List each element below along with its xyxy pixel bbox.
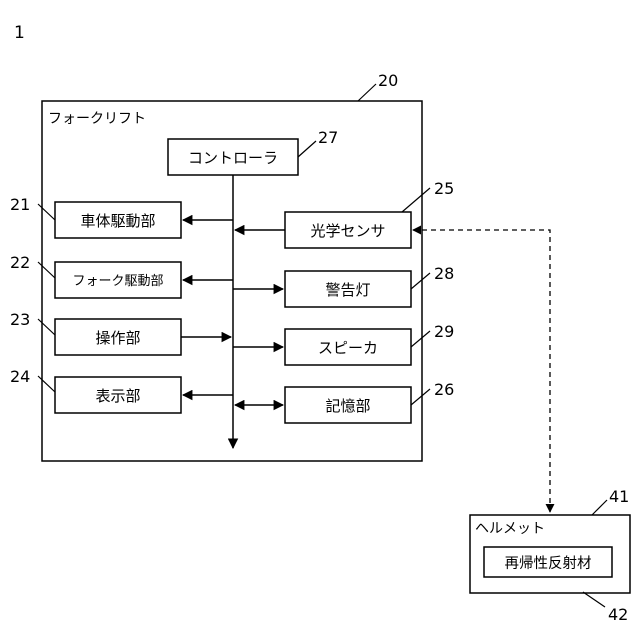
block-ref: 29 — [434, 322, 454, 341]
block-ref: 26 — [434, 380, 454, 399]
block-label: フォーク駆動部 — [72, 274, 163, 289]
block-label: 表示部 — [95, 387, 140, 405]
controller-ref: 27 — [318, 128, 338, 147]
block-label: 記憶部 — [325, 397, 370, 415]
forklift-ref: 20 — [378, 71, 398, 90]
right-block-28: 警告灯 28 — [285, 264, 454, 307]
forklift-title: フォークリフト — [48, 111, 146, 127]
reflector-leader — [583, 592, 605, 607]
helmet-title: ヘルメット — [475, 521, 545, 537]
block-label: 光学センサ — [310, 222, 385, 240]
left-block-21: 車体駆動部 21 — [10, 195, 181, 238]
reflector-ref: 42 — [608, 605, 628, 624]
left-block-24: 表示部 24 — [10, 367, 181, 413]
left-block-22: フォーク駆動部 22 — [10, 253, 181, 298]
block-ref: 21 — [10, 195, 30, 214]
right-block-29: スピーカ 29 — [285, 322, 454, 365]
block-label: 警告灯 — [325, 281, 370, 299]
left-block-23: 操作部 23 — [10, 310, 181, 355]
forklift-leader — [358, 84, 376, 101]
block-ref: 25 — [434, 179, 454, 198]
block-ref: 28 — [434, 264, 454, 283]
helmet-ref: 41 — [609, 487, 629, 506]
block-label: スピーカ — [318, 339, 378, 357]
right-block-26: 記憶部 26 — [285, 380, 454, 423]
block-label: 操作部 — [95, 329, 140, 347]
block-label: 車体駆動部 — [80, 212, 155, 230]
reflector-label: 再帰性反射材 — [505, 554, 592, 572]
controller-leader — [298, 141, 316, 157]
helmet-leader — [592, 500, 607, 515]
controller-label: コントローラ — [188, 149, 278, 167]
right-block-25: 光学センサ 25 — [285, 179, 454, 248]
block-ref: 23 — [10, 310, 30, 329]
figure-number: 1 — [14, 23, 25, 43]
block-ref: 22 — [10, 253, 30, 272]
block-ref: 24 — [10, 367, 30, 386]
